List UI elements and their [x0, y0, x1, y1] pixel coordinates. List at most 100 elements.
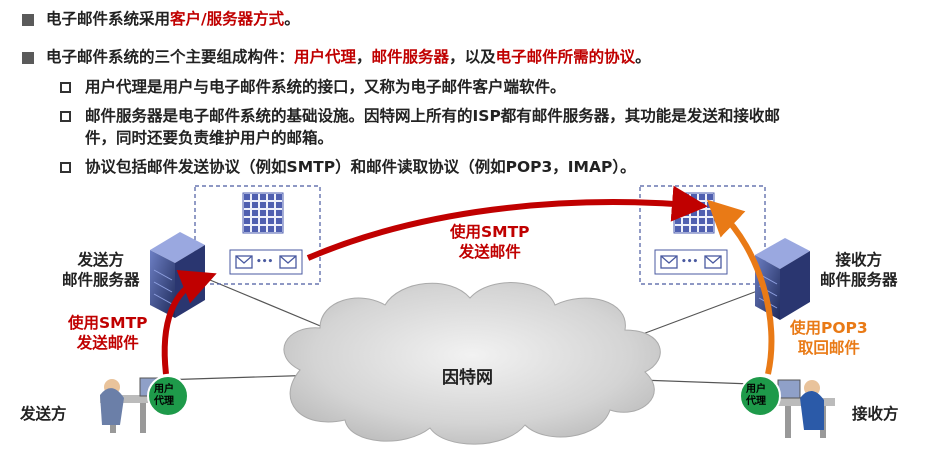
- mailbox-cell: [683, 194, 689, 200]
- link-sender-server-internet: [209, 279, 331, 331]
- sender-server-label-2: 邮件服务器: [62, 271, 140, 289]
- sub-bullet-2-term-2-cont: 件: [85, 129, 101, 147]
- receiver-user-agent-text-1: 用户: [746, 384, 766, 395]
- mailbox-cell: [268, 202, 274, 208]
- receiver-server-label-2: 邮件服务器: [820, 271, 898, 289]
- envelope-icon: [235, 255, 253, 269]
- mailbox-cell: [260, 210, 266, 216]
- receiver-grid-cells: [675, 194, 713, 232]
- pop3-retrieve-arrow: [706, 199, 775, 375]
- bullet-2-text: 电子邮件系统的三个主要组成构件：: [46, 48, 295, 66]
- mailbox-cell: [244, 226, 250, 232]
- sub-bullet-3-term: 协议: [85, 158, 117, 176]
- bullet-1-highlight: 客户/服务器方式: [170, 10, 285, 28]
- smtp-send-label-2: 发送邮件: [76, 334, 139, 352]
- mailbox-cell: [252, 194, 258, 200]
- sub-bullet-2-term: 邮件服务器: [85, 107, 163, 125]
- sub-bullet-1-term: 用户代理: [85, 78, 148, 96]
- mailbox-cell: [260, 194, 266, 200]
- bullet-square: [22, 14, 34, 26]
- sub-bullet-2-term-2: 发送和接收邮: [686, 107, 780, 125]
- sub-bullet-2-text-2: ，同时还要负责维护用户的邮箱。: [100, 129, 334, 147]
- mailbox-cell: [268, 210, 274, 216]
- mailbox-cell: [268, 226, 274, 232]
- sub-bullet-3-term-3: 读取协议: [397, 158, 460, 176]
- mailbox-cell: [260, 218, 266, 224]
- mailbox-cell: [252, 202, 258, 208]
- mailbox-cell: [276, 202, 282, 208]
- receiver-server-label: 接收方 邮件服务器: [820, 250, 898, 290]
- mailbox-cell: [268, 218, 274, 224]
- sub-bullet-square: [60, 111, 71, 122]
- mailbox-cell: [276, 194, 282, 200]
- envelope-icon: [279, 255, 297, 269]
- sub-bullet-3: 协议包括邮件发送协议（例如SMTP）和邮件读取协议（例如POP3，IMAP）。: [85, 156, 636, 178]
- pop3-label-2: 取回邮件: [797, 339, 860, 357]
- mailbox-cell: [244, 218, 250, 224]
- mailbox-cell: [252, 226, 258, 232]
- bullet-2-highlight-mail-server: 邮件服务器: [371, 48, 450, 66]
- mailbox-cell: [699, 194, 705, 200]
- link-sender-internet: [159, 374, 321, 381]
- smtp-relay-label-1: 使用SMTP: [450, 223, 530, 241]
- mailbox-cell: [244, 210, 250, 216]
- envelope-icon: [660, 255, 678, 269]
- pop3-label-1: 使用POP3: [790, 319, 868, 337]
- mailbox-cell: [699, 218, 705, 224]
- sender-user-agent-text: 用户 代理: [154, 384, 174, 408]
- smtp-send-label: 使用SMTP 发送邮件: [68, 313, 148, 353]
- mailbox-cell: [691, 194, 697, 200]
- mailbox-cell: [675, 194, 681, 200]
- bullet-2-sep: ，以及: [449, 48, 496, 66]
- mailbox-cell: [252, 218, 258, 224]
- sub-bullet-square: [60, 82, 71, 93]
- mailbox-cell: [683, 226, 689, 232]
- mailbox-cell: [260, 226, 266, 232]
- mailbox-cell: [691, 210, 697, 216]
- mailbox-cell: [699, 202, 705, 208]
- receiver-user-agent-badge: [739, 375, 781, 417]
- link-receiver-server-internet: [639, 289, 761, 336]
- sub-bullet-3-end: （例如POP3，IMAP）。: [459, 158, 636, 176]
- sub-bullet-1-term-2: 电子邮件客户端软件: [410, 78, 551, 96]
- bullet-1: 电子邮件系统采用客户/服务器方式。: [46, 8, 300, 30]
- receiver-label: 接收方: [852, 405, 899, 423]
- mailbox-cell: [699, 210, 705, 216]
- mailbox-cell: [268, 194, 274, 200]
- sender-mail-dots: •••: [256, 257, 274, 267]
- receiver-person-icon: [775, 379, 835, 438]
- mailbox-cell: [691, 202, 697, 208]
- mailbox-cell: [683, 210, 689, 216]
- sub-bullet-2: 邮件服务器是电子邮件系统的基础设施。因特网上所有的ISP都有邮件服务器，其功能是…: [85, 105, 780, 127]
- mailbox-cell: [675, 218, 681, 224]
- smtp-relay-label-2: 发送邮件: [458, 243, 521, 261]
- envelope-icon: [704, 255, 722, 269]
- sender-user-agent-text-1: 用户: [154, 384, 174, 395]
- mailbox-cell: [691, 218, 697, 224]
- sub-bullet-1-end: 。: [550, 78, 566, 96]
- mailbox-cell: [707, 194, 713, 200]
- bullet-2-highlight-protocol: 电子邮件所需的协议: [495, 48, 636, 66]
- internet-cloud: [283, 282, 661, 445]
- bullet-1-end: 。: [284, 10, 300, 28]
- mailbox-cell: [683, 218, 689, 224]
- mailbox-cell: [691, 226, 697, 232]
- internet-label: 因特网: [442, 368, 493, 388]
- sub-bullet-2-line-2: 件，同时还要负责维护用户的邮箱。: [85, 127, 333, 149]
- sub-bullet-1: 用户代理是用户与电子邮件系统的接口，又称为电子邮件客户端软件。: [85, 76, 566, 98]
- sender-server-label-1: 发送方: [77, 251, 125, 269]
- smtp-relay-label: 使用SMTP 发送邮件: [450, 222, 530, 262]
- sender-server-label: 发送方 邮件服务器: [62, 250, 140, 290]
- sender-user-agent-badge: [147, 375, 189, 417]
- sub-bullet-2-text: 是电子邮件系统的基础设施。因特网上所有的ISP都有邮件服务器，其功能是: [162, 107, 687, 125]
- bullet-2-sep: ，: [356, 48, 372, 66]
- sub-bullet-square: [60, 162, 71, 173]
- smtp-relay-arrow: [306, 185, 708, 261]
- mailbox-cell: [675, 226, 681, 232]
- receiver-server-icon: [755, 238, 810, 320]
- bullet-2-highlight-user-agent: 用户代理: [294, 48, 357, 66]
- smtp-send-label-1: 使用SMTP: [68, 314, 148, 332]
- sub-bullet-3-term-2: 发送协议: [178, 158, 241, 176]
- receiver-server-label-1: 接收方: [835, 251, 883, 269]
